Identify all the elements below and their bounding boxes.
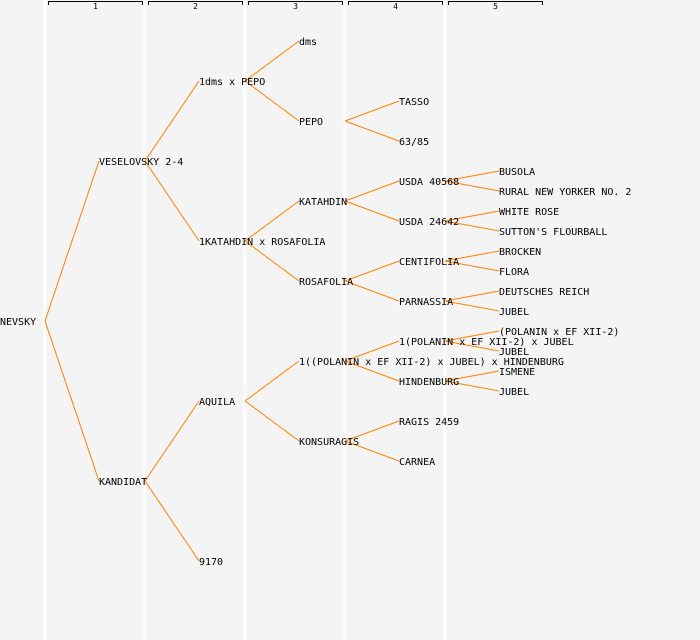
pedigree-node[interactable]: VESELOVSKY 2-4 xyxy=(99,157,183,168)
connector-line xyxy=(344,280,400,302)
connector-line xyxy=(244,200,300,242)
pedigree-node[interactable]: 1dms x PEPO xyxy=(199,77,265,88)
connector-line xyxy=(244,40,300,82)
connector-line xyxy=(344,120,400,142)
pedigree-node[interactable]: JUBEL xyxy=(499,307,529,318)
connector-line xyxy=(344,180,400,202)
connector-line xyxy=(444,290,500,302)
connector-line xyxy=(444,260,500,272)
connector-line xyxy=(244,400,300,442)
connector-line xyxy=(344,340,400,362)
pedigree-node[interactable]: 9170 xyxy=(199,557,223,568)
connector-line xyxy=(444,300,500,312)
column-backgrounds xyxy=(43,0,446,640)
connector-line xyxy=(444,380,500,392)
generation-number: 4 xyxy=(393,2,398,11)
pedigree-node[interactable]: AQUILA xyxy=(199,397,235,408)
generation-header: 1 2 3 4 5 xyxy=(48,1,543,11)
pedigree-node[interactable]: WHITE ROSE xyxy=(499,207,559,218)
connector-line xyxy=(344,100,400,122)
connector-line xyxy=(444,370,500,382)
pedigree-node[interactable]: KATAHDIN xyxy=(299,197,347,208)
pedigree-node[interactable]: JUBEL xyxy=(499,387,529,398)
connector-line xyxy=(44,160,100,322)
generation-bracket xyxy=(348,1,443,5)
pedigree-node[interactable]: ROSAFOLIA xyxy=(299,277,353,288)
pedigree-node[interactable]: JUBEL xyxy=(499,347,529,358)
generation-bracket xyxy=(148,1,243,5)
connector-line xyxy=(444,170,500,182)
connector-line xyxy=(144,480,200,562)
pedigree-node[interactable]: KANDIDAT xyxy=(99,477,147,488)
pedigree-node[interactable]: NEVSKY xyxy=(0,317,36,328)
pedigree-node[interactable]: KONSURAGIS xyxy=(299,437,359,448)
connector-line xyxy=(444,250,500,262)
pedigree-node[interactable]: dms xyxy=(299,37,317,48)
connector-line xyxy=(44,320,100,482)
pedigree-node[interactable]: HINDENBURG xyxy=(399,377,459,388)
connector-line xyxy=(344,440,400,462)
pedigree-node[interactable]: 1(POLANIN x EF XII-2) x JUBEL xyxy=(399,337,574,348)
pedigree-connectors xyxy=(44,40,500,562)
generation-number: 5 xyxy=(493,2,498,11)
connector-line xyxy=(344,200,400,222)
pedigree-node[interactable]: PEPO xyxy=(299,117,323,128)
pedigree-node[interactable]: RAGIS 2459 xyxy=(399,417,459,428)
generation-number: 2 xyxy=(193,2,198,11)
connector-line xyxy=(444,220,500,232)
generation-number: 3 xyxy=(293,2,298,11)
pedigree-node[interactable]: PARNASSIA xyxy=(399,297,453,308)
pedigree-node[interactable]: TASSO xyxy=(399,97,429,108)
connector-line xyxy=(444,330,500,342)
pedigree-node[interactable]: SUTTON'S FLOURBALL xyxy=(499,227,607,238)
pedigree-node[interactable]: 1((POLANIN x EF XII-2) x JUBEL) x HINDEN… xyxy=(299,357,564,368)
connector-line xyxy=(444,210,500,222)
pedigree-node[interactable]: ISMENE xyxy=(499,367,535,378)
pedigree-node[interactable]: FLORA xyxy=(499,267,529,278)
connector-line xyxy=(244,360,300,402)
pedigree-node[interactable]: 63/85 xyxy=(399,137,429,148)
pedigree-node[interactable]: RURAL NEW YORKER NO. 2 xyxy=(499,187,631,198)
pedigree-node[interactable]: CENTIFOLIA xyxy=(399,257,459,268)
generation-number: 1 xyxy=(93,2,98,11)
pedigree-node[interactable]: USDA 40568 xyxy=(399,177,459,188)
connector-line xyxy=(344,260,400,282)
pedigree-node[interactable]: 1KATAHDIN x ROSAFOLIA xyxy=(199,237,325,248)
connector-line xyxy=(444,340,500,352)
connector-line xyxy=(244,240,300,282)
pedigree-node[interactable]: BROCKEN xyxy=(499,247,541,258)
connector-line xyxy=(144,80,200,162)
connector-line xyxy=(244,80,300,122)
connector-line xyxy=(144,160,200,242)
connector-line xyxy=(444,180,500,192)
generation-bracket xyxy=(448,1,543,5)
connector-line xyxy=(344,360,400,382)
connector-line xyxy=(144,400,200,482)
pedigree-node[interactable]: USDA 24642 xyxy=(399,217,459,228)
pedigree-node[interactable]: CARNEA xyxy=(399,457,435,468)
generation-bracket xyxy=(248,1,343,5)
pedigree-node[interactable]: (POLANIN x EF XII-2) xyxy=(499,327,619,338)
connector-line xyxy=(344,420,400,442)
generation-bracket xyxy=(48,1,143,5)
pedigree-node[interactable]: BUSOLA xyxy=(499,167,535,178)
pedigree-node[interactable]: DEUTSCHES REICH xyxy=(499,287,589,298)
